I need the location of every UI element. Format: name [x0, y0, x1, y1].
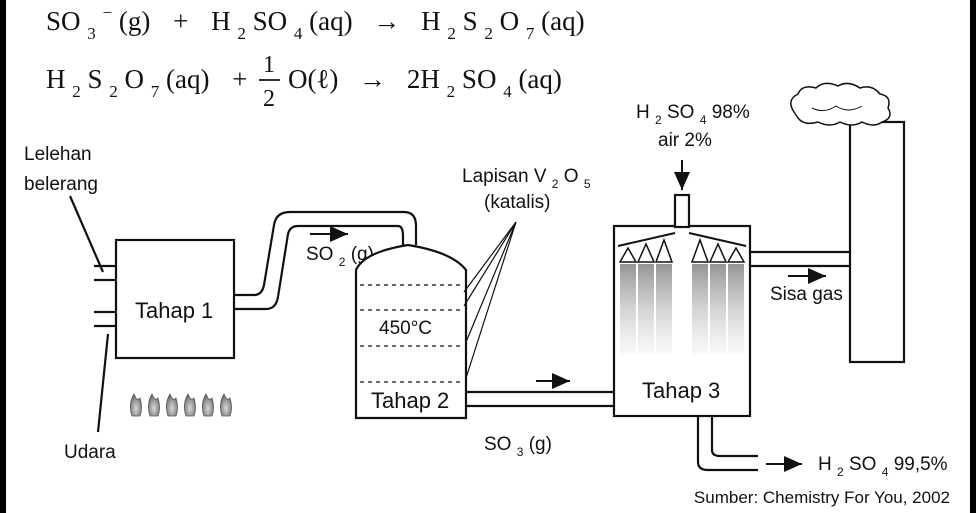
label-so3: SO 3 (g) [484, 434, 552, 461]
contact-process-diagram: SO 3 − (g) + H 2 SO 4 (aq) → H 2 S 2 O 7… [24, 0, 950, 507]
label-sisa-gas: Sisa gas [770, 284, 843, 305]
diagram-canvas: SO 3 − (g) + H 2 SO 4 (aq) → H 2 S 2 O 7… [6, 0, 970, 513]
label-tahap-3: Tahap 3 [642, 378, 720, 403]
label-tahap-1: Tahap 1 [135, 298, 213, 323]
equation-1: SO 3 − (g) + H 2 SO 4 (aq) → H 2 S 2 O 7… [46, 0, 585, 45]
stage-2-converter [354, 221, 614, 420]
label-lelehan: Lelehan [24, 144, 92, 165]
svg-text:H 2 S 2: H 2 S 2 O 7 (aq) + [46, 64, 247, 103]
svg-text:SO 3 − (g): SO 3 − (g) + H 2 SO 4 (aq) → H 2 S 2 O 7… [46, 0, 585, 45]
label-h2so4-98: H 2 SO 4 98% [636, 102, 750, 129]
flame-icons [130, 393, 232, 417]
smoke-cloud-icon [790, 82, 891, 126]
source-caption: Sumber: Chemistry For You, 2002 [694, 488, 950, 507]
fraction-denominator: 2 [263, 86, 275, 112]
label-lapisan: Lapisan V 2 O 5 [462, 166, 591, 193]
label-udara: Udara [64, 442, 116, 463]
label-tahap-2: Tahap 2 [371, 388, 449, 413]
svg-text:O(ℓ) → 2H 2: O(ℓ) → 2H 2 SO 4 (aq) [288, 64, 562, 103]
label-katalis: (katalis) [484, 192, 551, 213]
label-temperature: 450°C [379, 318, 432, 339]
label-belerang: belerang [24, 174, 98, 195]
spray-nozzles [618, 237, 746, 354]
label-h2so4-995: H 2 SO 4 99,5% [818, 454, 948, 481]
stage-3-absorber [612, 120, 906, 472]
stage-1-burner [68, 195, 418, 433]
fraction-numerator: 1 [263, 52, 275, 78]
label-air: air 2% [658, 130, 712, 151]
equation-2: H 2 S 2 O 7 (aq) + 1 2 O(ℓ) → 2H 2 SO 4 … [46, 52, 562, 112]
